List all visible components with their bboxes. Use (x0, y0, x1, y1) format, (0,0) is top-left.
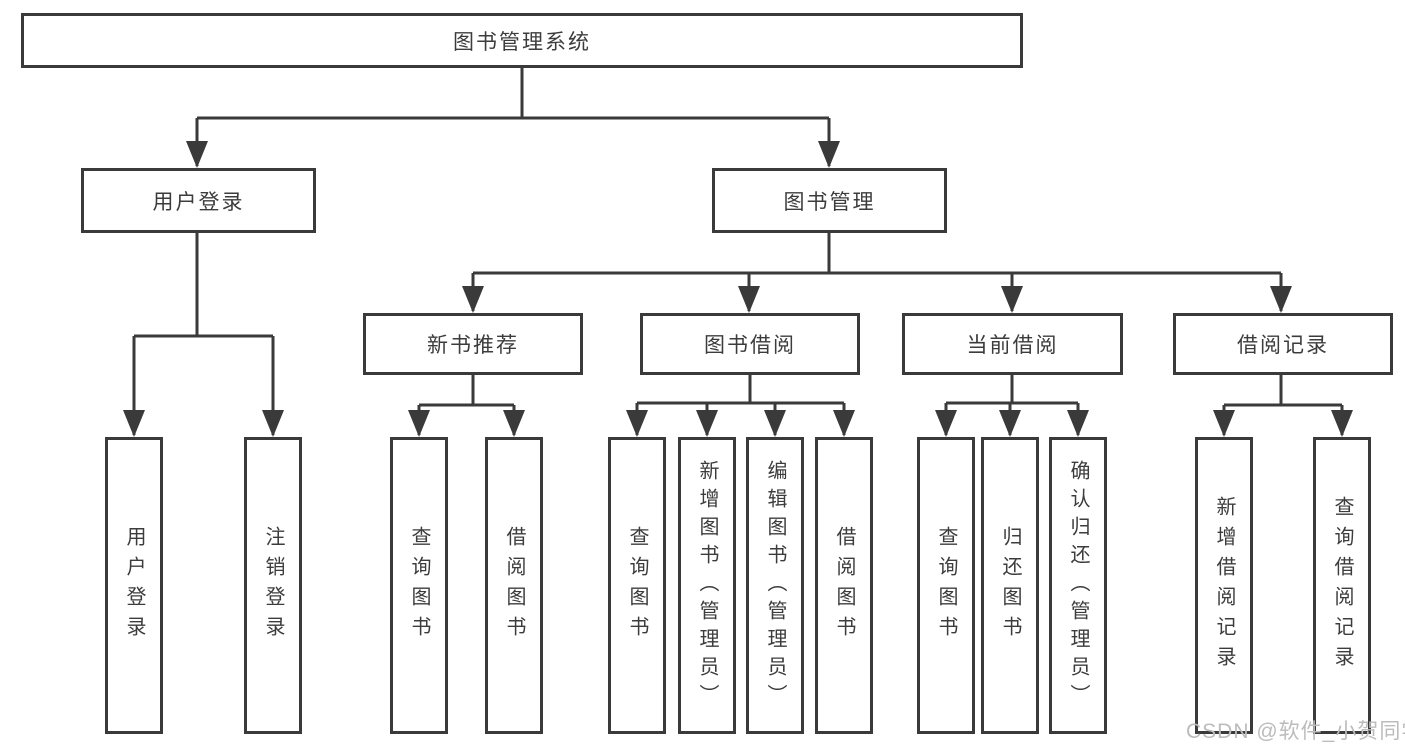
node-label: 用户登录 (152, 190, 245, 214)
leaf-add-borrow-record: 新增借阅记录 (1195, 437, 1253, 734)
connector-bookmgmt-to-level3 (471, 233, 1283, 311)
leaf-add-books-admin: 新增图书（管理员） (678, 437, 736, 734)
node-current-borrowing: 当前借阅 (902, 313, 1123, 375)
arrowheads (123, 141, 1353, 437)
leaf-label: 归还图书 (999, 525, 1021, 646)
node-library-system-root: 图书管理系统 (21, 13, 1023, 68)
node-label: 借阅记录 (1237, 334, 1329, 357)
leaf-label: 查询图书 (408, 525, 430, 646)
leaf-label: 查询图书 (626, 525, 648, 646)
leaf-borrow-books: 借阅图书 (815, 437, 873, 734)
leaf-label: 编辑图书（管理员） (764, 459, 786, 712)
connector-newbook-to-leaves (417, 375, 516, 435)
leaf-edit-books-admin: 编辑图书（管理员） (746, 437, 804, 734)
leaf-label: 确认归还（管理员） (1067, 459, 1089, 712)
node-book-borrowing: 图书借阅 (640, 313, 860, 375)
leaf-return-books: 归还图书 (981, 437, 1039, 734)
leaf-label: 用户登录 (123, 525, 145, 646)
node-label: 图书管理 (783, 190, 876, 214)
connector-userlogin-to-leaves (132, 233, 275, 435)
leaf-label: 借阅图书 (833, 525, 855, 646)
node-new-book-recommend: 新书推荐 (363, 313, 583, 375)
node-user-login: 用户登录 (81, 168, 316, 233)
node-book-management: 图书管理 (712, 168, 947, 233)
leaf-label: 新增图书（管理员） (696, 459, 718, 712)
leaf-query-books-borrow: 查询图书 (608, 437, 666, 734)
node-label: 图书借阅 (704, 334, 796, 357)
leaf-logout: 注销登录 (244, 437, 302, 734)
node-label: 图书管理系统 (453, 30, 591, 54)
node-label: 新书推荐 (427, 334, 519, 357)
node-borrowing-records: 借阅记录 (1173, 313, 1393, 375)
connector-record-to-leaves (1222, 375, 1344, 435)
connector-borrow-to-leaves (635, 375, 846, 435)
leaf-query-books-current: 查询图书 (917, 437, 975, 734)
leaf-user-login: 用户登录 (105, 437, 163, 734)
leaf-borrow-books-recommend: 借阅图书 (485, 437, 543, 734)
csdn-watermark: CSDN @软件_小贺同学 (1186, 720, 1405, 743)
leaf-label: 查询借阅记录 (1331, 495, 1353, 676)
leaf-label: 查询图书 (935, 525, 957, 646)
leaf-query-borrow-record: 查询借阅记录 (1313, 437, 1371, 734)
connector-root-to-level2 (195, 68, 831, 166)
leaf-label: 注销登录 (262, 525, 284, 646)
leaf-label: 借阅图书 (503, 525, 525, 646)
leaf-confirm-return-admin: 确认归还（管理员） (1049, 437, 1107, 734)
leaf-label: 新增借阅记录 (1213, 495, 1235, 676)
leaf-query-books-recommend: 查询图书 (390, 437, 448, 734)
node-label: 当前借阅 (966, 334, 1059, 357)
